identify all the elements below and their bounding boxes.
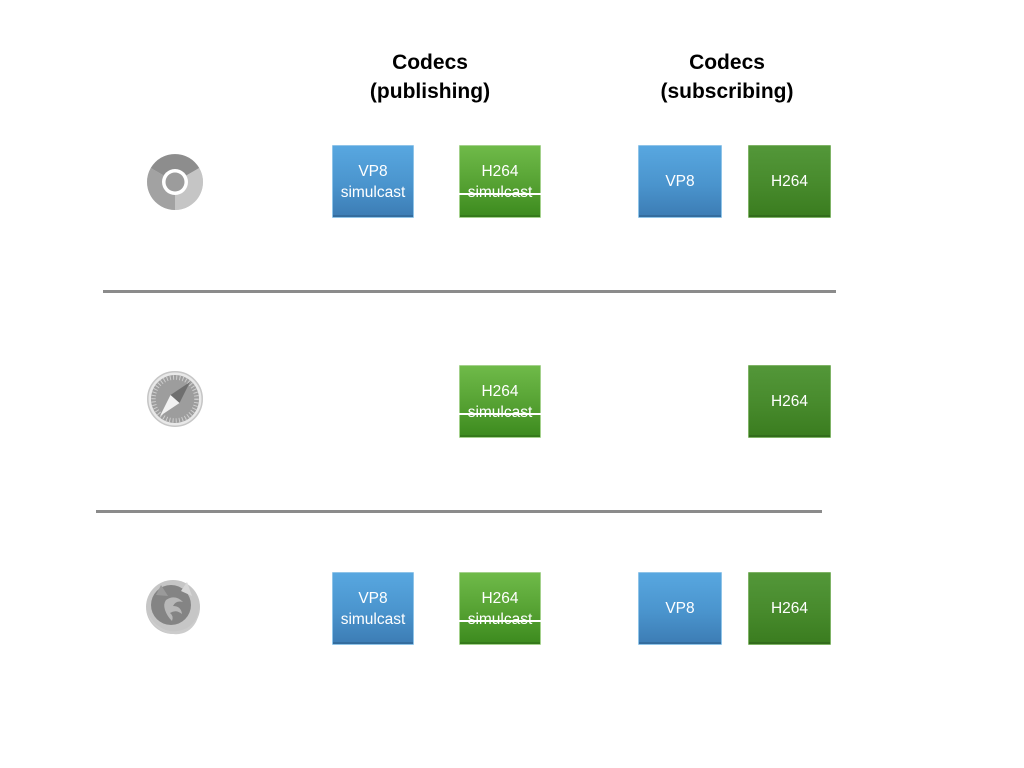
safari-subscribing-h264-box: H264 xyxy=(748,365,831,438)
codec-label-line2: simulcast xyxy=(340,183,406,201)
firefox-publishing-h264-simulcast-box: H264 simulcast xyxy=(456,572,544,645)
codec-label: VP8 xyxy=(665,173,695,190)
header-subscribing-line1: Codecs xyxy=(689,51,765,74)
codec-label-line1: VP8 xyxy=(358,589,388,607)
codec-label-line2: simulcast xyxy=(467,403,533,421)
codec-label-line2: simulcast xyxy=(340,610,406,628)
codec-label: H264 xyxy=(770,393,809,410)
firefox-subscribing-vp8-box: VP8 xyxy=(638,572,722,645)
safari-icon xyxy=(145,370,205,430)
chrome-subscribing-h264-box: H264 xyxy=(748,145,831,218)
codec-label-line2: simulcast xyxy=(467,183,533,201)
chrome-publishing-vp8-simulcast-box: VP8 simulcast xyxy=(332,145,414,218)
header-codecs-publishing: Codecs (publishing) xyxy=(320,48,540,106)
codec-label-line1: H264 xyxy=(481,162,519,180)
codec-label-line1: H264 xyxy=(481,382,519,400)
header-subscribing-line2: (subscribing) xyxy=(660,80,794,103)
strikethrough-line xyxy=(456,620,544,622)
header-publishing-line1: Codecs xyxy=(392,51,468,74)
codec-label: H264 xyxy=(770,173,809,190)
firefox-subscribing-h264-box: H264 xyxy=(748,572,831,645)
header-codecs-subscribing: Codecs (subscribing) xyxy=(617,48,837,106)
strikethrough-line xyxy=(456,193,544,195)
row-divider-2 xyxy=(96,510,822,513)
chrome-subscribing-vp8-box: VP8 xyxy=(638,145,722,218)
codec-label: H264 xyxy=(770,600,809,617)
firefox-icon xyxy=(143,576,203,636)
chrome-icon xyxy=(145,152,205,212)
safari-publishing-h264-simulcast-box: H264 simulcast xyxy=(456,365,544,438)
codec-label: VP8 xyxy=(665,600,695,617)
codec-label-line1: H264 xyxy=(481,589,519,607)
codec-label-line1: VP8 xyxy=(358,162,388,180)
row-divider-1 xyxy=(103,290,836,293)
strikethrough-line xyxy=(456,413,544,415)
codec-label-line2: simulcast xyxy=(467,610,533,628)
header-publishing-line2: (publishing) xyxy=(369,80,491,103)
chrome-publishing-h264-simulcast-box: H264 simulcast xyxy=(456,145,544,218)
firefox-publishing-vp8-simulcast-box: VP8 simulcast xyxy=(332,572,414,645)
